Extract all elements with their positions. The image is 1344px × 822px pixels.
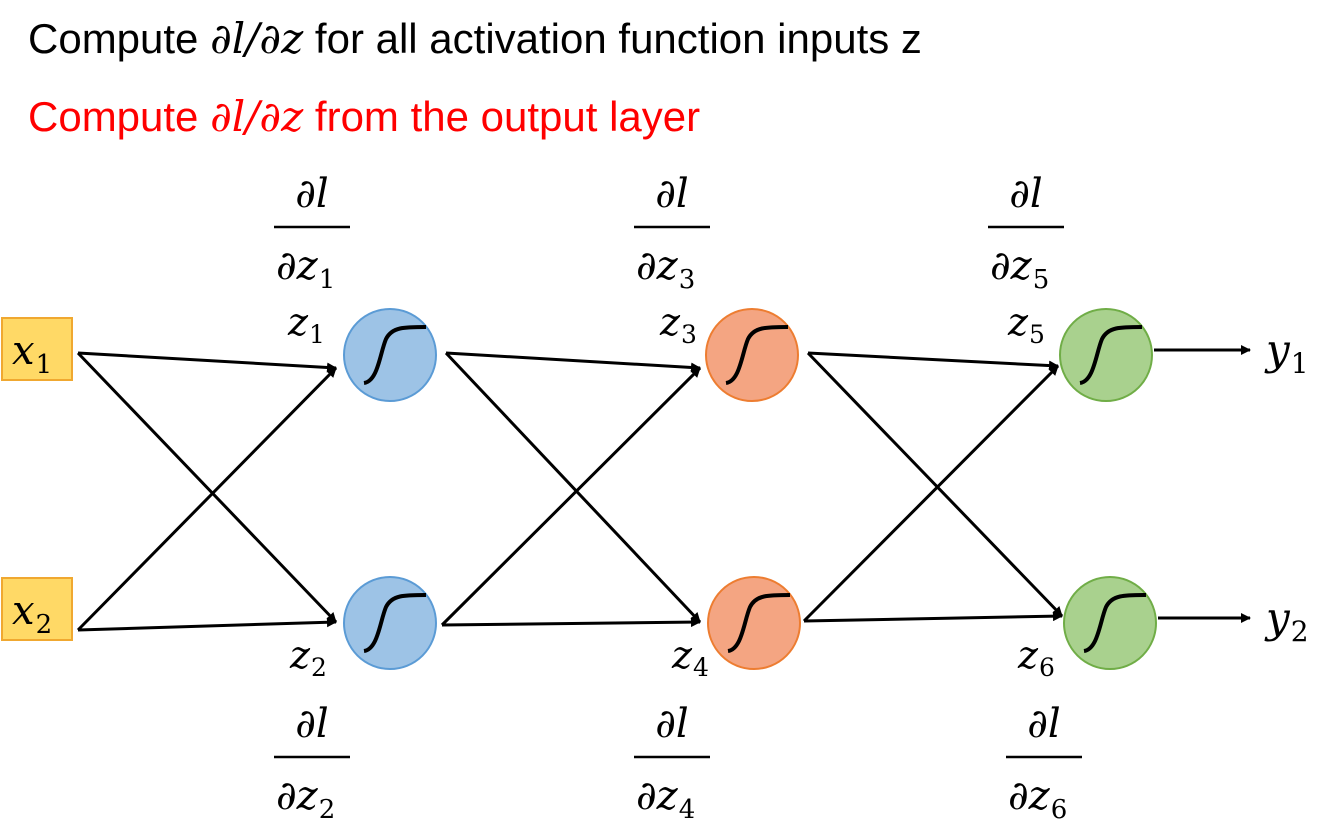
output-label-y2: y2	[1264, 593, 1309, 648]
edge-z3-z5	[807, 351, 1059, 371]
sigmoid-icon	[363, 593, 427, 653]
edge-z2-z3	[440, 366, 702, 627]
sigmoid-icon	[363, 325, 427, 385]
edge-x2-z2	[77, 617, 337, 632]
gradient-denominator-z1: ∂z1	[276, 243, 335, 295]
edge-z4-z6	[803, 611, 1063, 623]
edge-z1-z4	[444, 351, 702, 624]
neuron-label-z4: z4	[671, 633, 709, 682]
edges	[76, 345, 1251, 632]
input-label-x1: x1	[12, 328, 52, 380]
neuron-z1	[343, 308, 437, 402]
gradient-denominator-z6: ∂z6	[1008, 773, 1067, 822]
gradient-denominator-z3: ∂z3	[636, 243, 695, 295]
gradient-numerator-z1: ∂l	[295, 171, 328, 217]
nodes	[1, 308, 1157, 670]
gradient-denominator-z4: ∂z4	[636, 773, 695, 822]
neuron-label-z1: z1	[287, 300, 325, 349]
edge-x1-z2	[76, 351, 338, 624]
heading-line-1-prefix: Compute	[28, 15, 211, 62]
edge-z4-z5	[802, 364, 1060, 623]
heading-line-2-prefix: Compute	[28, 93, 211, 140]
gradient-numerator-z5: ∂l	[1009, 171, 1042, 217]
gradient-numerator-z4: ∂l	[655, 701, 688, 747]
neuron-z2	[343, 576, 437, 670]
neuron-label-z6: z6	[1017, 633, 1055, 682]
edge-z1-z3	[445, 351, 701, 373]
heading-line-1-suffix: for all activation function inputs z	[303, 15, 922, 62]
edge-z3-z6	[806, 351, 1064, 618]
input-label-x2: x2	[12, 588, 52, 640]
edge-x2-z1	[76, 366, 338, 632]
sigmoid-icon	[725, 325, 789, 385]
sigmoid-icon	[727, 593, 791, 653]
labels: x1 x2 z1 ∂l ∂z1 z2 ∂l ∂z2 z3 ∂l ∂z3 z4 ∂l ∂z4 z5 ∂l ∂z5 z…	[12, 171, 1309, 822]
heading-line-2-math: ∂l/∂z	[210, 92, 304, 141]
gradient-denominator-z2: ∂z2	[276, 773, 335, 822]
neuron-label-z5: z5	[1007, 300, 1045, 349]
edge-x1-z1	[77, 351, 337, 373]
gradient-numerator-z6: ∂l	[1027, 701, 1060, 747]
heading-line-1-math: ∂l/∂z	[210, 14, 304, 63]
output-label-y1: y1	[1264, 325, 1309, 380]
gradient-numerator-z2: ∂l	[295, 701, 328, 747]
input-box-2	[1, 577, 73, 641]
neuron-z3	[705, 308, 799, 402]
heading-line-2: Compute ∂l/∂z from the output layer	[28, 92, 700, 141]
heading-line-2-suffix: from the output layer	[303, 93, 701, 140]
gradient-numerator-z3: ∂l	[655, 171, 688, 217]
neuron-z6	[1063, 576, 1157, 670]
neuron-label-z3: z3	[659, 300, 697, 349]
edge-z2-z4	[441, 617, 701, 628]
heading-line-1: Compute ∂l/∂z for all activation functio…	[28, 14, 922, 63]
neuron-z5	[1059, 308, 1153, 402]
neuron-label-z2: z2	[289, 633, 327, 682]
neuron-z4	[707, 576, 801, 670]
sigmoid-icon	[1083, 593, 1147, 653]
input-box-1	[1, 317, 73, 381]
sigmoid-icon	[1079, 325, 1143, 385]
gradient-denominator-z5: ∂z5	[990, 243, 1049, 295]
